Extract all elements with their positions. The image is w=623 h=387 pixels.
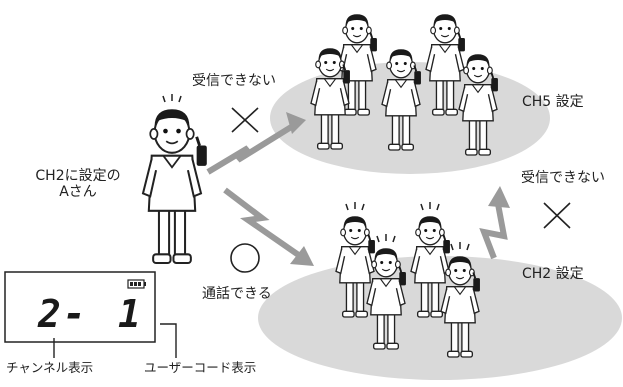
- cannot-receive-label-left: 受信できない: [192, 73, 276, 89]
- group-ch5-label: CH5 設定: [522, 94, 584, 110]
- ch5-group-people: [310, 13, 499, 156]
- cannot-receive-label-right: 受信できない: [521, 170, 605, 186]
- caller-label: CH2に設定の Aさん: [18, 168, 138, 200]
- battery-icon: [127, 279, 146, 289]
- caller-label-line1: CH2に設定の: [35, 168, 121, 184]
- lcd-user-digit: 1: [118, 292, 141, 336]
- user-code-display-label: ユーザーコード表示: [144, 360, 257, 375]
- lcd-display: [4, 271, 156, 343]
- can-talk-label: 通話できる: [202, 286, 272, 302]
- group-ch2-label: CH2 設定: [522, 266, 584, 282]
- speaking-lines-icon: [162, 93, 182, 103]
- channel-display-label: チャンネル表示: [6, 360, 94, 375]
- cross-symbol-left: [231, 107, 259, 133]
- cross-symbol-right: [543, 202, 571, 229]
- signal-arrow-to-ch2: [223, 187, 314, 266]
- user-code-callout-line: [160, 323, 177, 358]
- signal-arrow-ch2-to-ch5: [479, 186, 510, 260]
- signal-arrow-to-ch5: [206, 112, 306, 175]
- circle-symbol: [230, 243, 260, 273]
- caller-label-line2: Aさん: [59, 184, 97, 201]
- person-a-san: [141, 108, 209, 265]
- lcd-channel-digit: 2-: [38, 292, 88, 336]
